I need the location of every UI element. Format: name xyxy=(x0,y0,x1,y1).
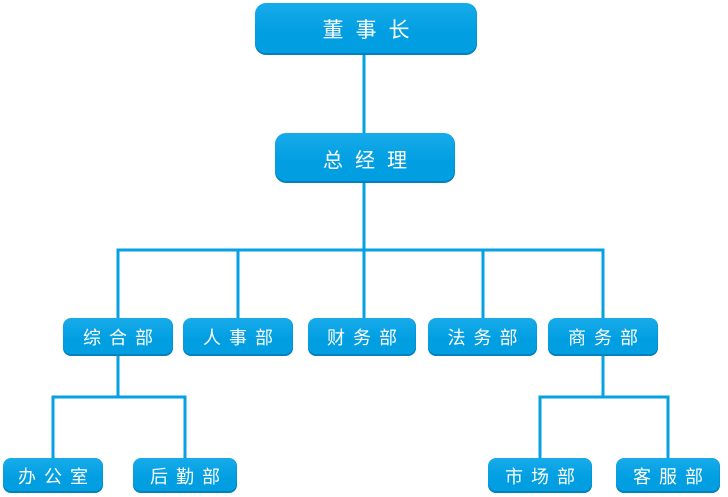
org-node-legal-dept: 法务部 xyxy=(428,318,537,356)
org-node-marketing-dept: 市场部 xyxy=(488,458,592,493)
org-node-business-dept: 商务部 xyxy=(548,318,658,356)
org-node-hr-dept: 人事部 xyxy=(183,318,293,356)
org-node-chairman: 董事长 xyxy=(255,3,477,55)
connector-dept-bus xyxy=(116,248,605,318)
org-node-customer-service-dept: 客服部 xyxy=(616,458,720,493)
org-node-office: 办公室 xyxy=(3,458,103,493)
org-node-general-manager: 总经理 xyxy=(275,133,455,183)
org-node-general-affairs-dept: 综合部 xyxy=(63,318,173,356)
org-node-finance-dept: 财务部 xyxy=(308,318,416,356)
connector-general-affairs-bus xyxy=(51,395,187,458)
connector-business-bus xyxy=(538,395,670,458)
org-node-logistics-dept: 后勤部 xyxy=(133,458,237,493)
